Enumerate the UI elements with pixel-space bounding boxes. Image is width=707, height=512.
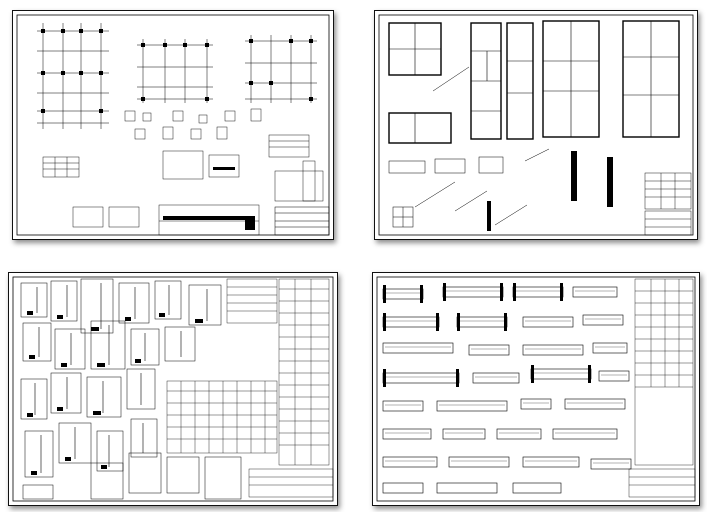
footing-hatch xyxy=(163,167,255,230)
footing-details xyxy=(42,108,324,236)
beam-schedule-table xyxy=(628,278,696,498)
sheet-beam-reinforcement-details[interactable] xyxy=(372,272,700,506)
stair-details xyxy=(388,66,550,228)
column-reinforcement-drawing xyxy=(12,276,334,502)
rebar-tables xyxy=(226,278,334,498)
beam-rebar-lines xyxy=(385,290,629,464)
floor-plan-5 xyxy=(622,20,680,138)
schedule-table xyxy=(644,172,692,236)
floor-plan-1 xyxy=(388,22,442,76)
bar-schedule-grid xyxy=(166,380,278,454)
column-elevations xyxy=(34,283,208,473)
grid-plan-c-columns xyxy=(249,39,313,101)
grid-plan-b-columns xyxy=(141,43,209,101)
floor-plan-3 xyxy=(506,22,534,140)
title-block xyxy=(274,206,330,236)
beam-supports xyxy=(383,283,591,387)
beam-elevations xyxy=(382,286,632,494)
floor-plan-4 xyxy=(542,20,600,138)
architectural-floor-plans-drawing xyxy=(378,14,694,236)
sheet-column-reinforcement-details[interactable] xyxy=(8,272,338,506)
sheet-architectural-floor-plans[interactable] xyxy=(374,10,698,240)
grid-plan-a xyxy=(37,23,109,129)
grid-plan-b xyxy=(137,39,213,103)
grid-plan-a-columns xyxy=(41,29,103,113)
structural-foundations-drawing xyxy=(16,14,330,236)
column-sections xyxy=(487,151,613,231)
column-footing-blocks xyxy=(27,311,203,475)
grid-plan-c xyxy=(245,35,317,103)
sheet-structural-foundations[interactable] xyxy=(12,10,334,240)
floor-plan-2 xyxy=(470,22,502,140)
column-detail-frames xyxy=(20,278,242,500)
beam-reinforcement-drawing xyxy=(376,276,696,502)
floor-plan-6 xyxy=(388,112,452,144)
